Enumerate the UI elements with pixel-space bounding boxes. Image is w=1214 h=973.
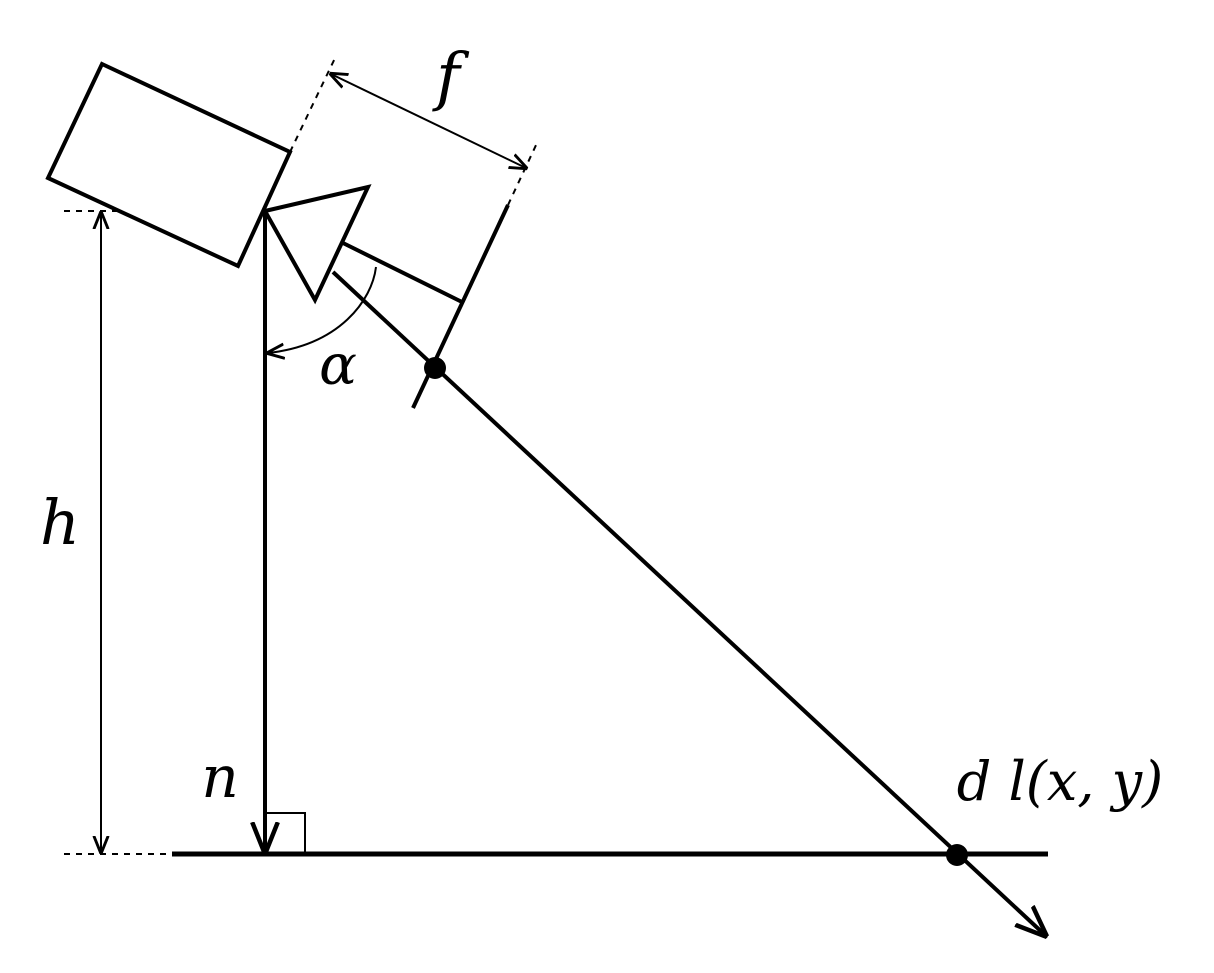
focal-length-label: f <box>432 40 470 114</box>
ground-point-label: d l(x, y) <box>957 750 1163 813</box>
camera-lens-triangle <box>261 184 372 305</box>
camera-body <box>45 61 293 269</box>
image-plane-dashed-line <box>507 142 538 206</box>
image-plane <box>411 204 510 409</box>
right-angle-marker <box>267 812 306 852</box>
image-point-dot <box>424 357 446 379</box>
lens-axis-segment <box>342 241 465 305</box>
viewing-ray <box>331 270 1045 935</box>
ground-point-dot <box>946 844 968 866</box>
height-label: h <box>40 486 80 559</box>
normal-label: n <box>201 743 238 811</box>
camera-plane-dashed-line <box>289 55 337 153</box>
tilt-angle-label: α <box>319 333 357 398</box>
focal-length-arrow <box>331 74 526 168</box>
tilt-angle-arc <box>268 266 377 353</box>
